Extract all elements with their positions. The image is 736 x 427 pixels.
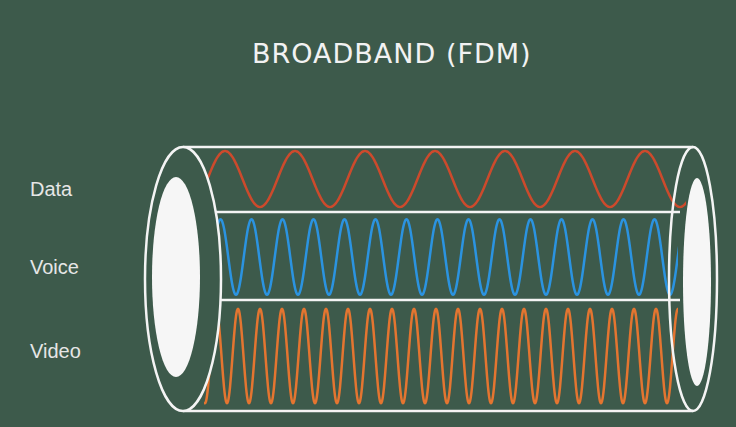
cable-outline (183, 410, 693, 413)
channel-label: Video (30, 340, 81, 363)
carrier-wave (204, 219, 678, 294)
carrier-wave (204, 309, 678, 404)
cable-end-face (683, 178, 711, 386)
cable-end (669, 147, 717, 411)
channel-label: Data (30, 178, 72, 201)
channel-label: Voice (30, 256, 79, 279)
lane-divider (204, 211, 680, 214)
diagram-title: BROADBAND (FDM) (252, 38, 532, 69)
lane-divider (204, 299, 680, 302)
carrier-wave (186, 151, 686, 207)
cable-outline (183, 146, 693, 149)
carrier-waves (186, 151, 690, 403)
cable-end (145, 147, 221, 411)
cable-end-face (152, 177, 200, 377)
